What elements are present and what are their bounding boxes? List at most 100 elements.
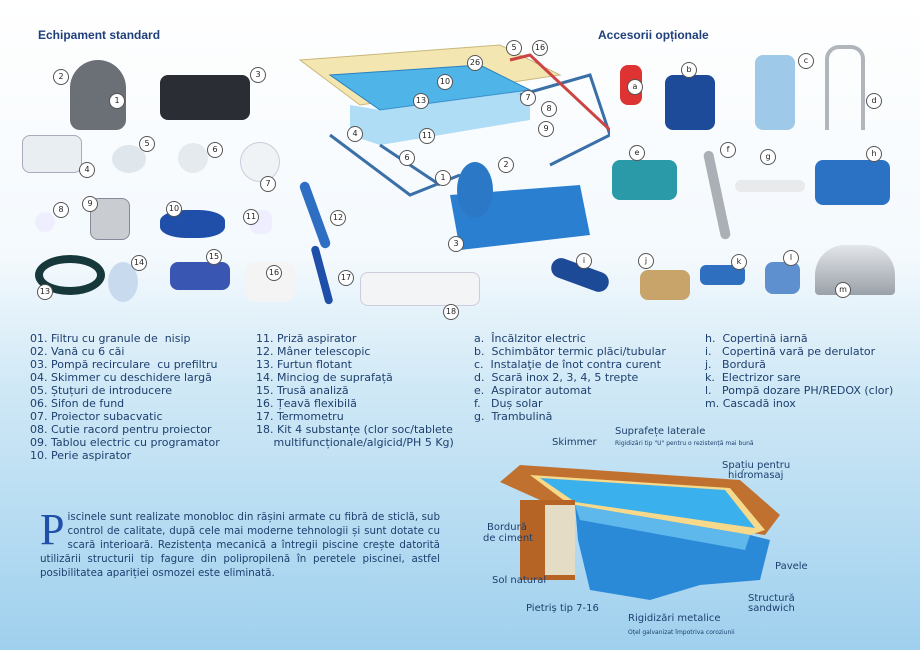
badge: 12 bbox=[330, 210, 346, 226]
paragraph-text: iscinele sunt realizate monobloc din răș… bbox=[40, 511, 440, 579]
badge: 9 bbox=[538, 121, 554, 137]
badge: 5 bbox=[506, 40, 522, 56]
badge: 1 bbox=[435, 170, 451, 186]
list-item: 15. Trusă analiză bbox=[256, 384, 349, 397]
pool-installation-diagram bbox=[298, 44, 610, 250]
label-hydro-1: Spațiu pentru bbox=[722, 460, 791, 471]
badge: 4 bbox=[79, 162, 95, 178]
badge: k bbox=[731, 254, 747, 270]
badge: 26 bbox=[467, 55, 483, 71]
label-skimmer: Skimmer bbox=[552, 437, 597, 448]
list-item: m. Cascadă inox bbox=[705, 397, 796, 410]
list-item: 18. Kit 4 substanțe (clor soc/tablete bbox=[256, 423, 453, 436]
label-hydro-2: hidromasaj bbox=[728, 470, 784, 481]
badge: 1 bbox=[109, 93, 125, 109]
optional-accessories-heading: Accesorii opționale bbox=[598, 28, 709, 42]
list-item: 06. Sifon de fund bbox=[30, 397, 125, 410]
label-lateral-note: Rigidizări tip "U" pentru o rezistență m… bbox=[615, 440, 754, 447]
list-item: c. Instalaţie de înot contra curent bbox=[474, 358, 661, 371]
list-item: 04. Skimmer cu deschidere largă bbox=[30, 371, 212, 384]
badge: 5 bbox=[139, 136, 155, 152]
skimmer-image bbox=[22, 135, 82, 173]
list-item: b. Schimbător termic plăci/tubular bbox=[474, 345, 666, 358]
label-lateral: Suprafețe laterale bbox=[615, 426, 706, 437]
list-item: 03. Pompă recirculare cu prefiltru bbox=[30, 358, 218, 371]
badge: j bbox=[638, 253, 654, 269]
standard-list-col1: 01. Filtru cu granule de nisip 02. Vană … bbox=[30, 332, 220, 462]
list-item: 13. Furtun flotant bbox=[256, 358, 352, 371]
badge: 7 bbox=[260, 176, 276, 192]
badge: b bbox=[681, 62, 697, 78]
optional-list-col2: h. Copertină iarnă i. Copertină vară pe … bbox=[705, 332, 893, 410]
badge: e bbox=[629, 145, 645, 161]
badge: 8 bbox=[541, 101, 557, 117]
salt-chlorinator-image bbox=[700, 265, 745, 285]
electric-panel-image bbox=[90, 198, 130, 240]
list-item: 05. Ștuțuri de introducere bbox=[30, 384, 173, 397]
list-item: 08. Cutie racord pentru proiector bbox=[30, 423, 212, 436]
connector-box-image bbox=[35, 212, 55, 232]
heat-exchanger-image bbox=[665, 75, 715, 130]
light-image bbox=[240, 142, 280, 182]
list-item: multifuncționale/algicid/PH 5 Kg) bbox=[256, 436, 454, 449]
badge: h bbox=[866, 146, 882, 162]
dosing-pump-image bbox=[765, 262, 800, 294]
label-sandwich-1: Structură bbox=[748, 593, 795, 604]
badge: 8 bbox=[53, 202, 69, 218]
badge: f bbox=[720, 142, 736, 158]
standard-equipment-heading: Echipament standard bbox=[38, 28, 161, 42]
list-item: e. Aspirator automat bbox=[474, 384, 592, 397]
badge: 15 bbox=[206, 249, 222, 265]
label-pavele: Pavele bbox=[775, 561, 808, 572]
solar-shower-image bbox=[702, 149, 732, 241]
badge: 6 bbox=[207, 142, 223, 158]
badge: 16 bbox=[266, 265, 282, 281]
list-item: f. Duș solar bbox=[474, 397, 543, 410]
drop-cap: P bbox=[40, 505, 65, 554]
badge: m bbox=[835, 282, 851, 298]
list-item: 12. Mâner telescopic bbox=[256, 345, 371, 358]
badge: d bbox=[866, 93, 882, 109]
badge: 2 bbox=[498, 157, 514, 173]
chemical-kit-image bbox=[360, 272, 480, 306]
badge: l bbox=[783, 250, 799, 266]
badge: 14 bbox=[131, 255, 147, 271]
list-item: 11. Priză aspirator bbox=[256, 332, 357, 345]
badge: 2 bbox=[53, 69, 69, 85]
badge: 11 bbox=[243, 209, 259, 225]
badge: 16 bbox=[532, 40, 548, 56]
border-stones-image bbox=[640, 270, 690, 300]
list-item: d. Scară inox 2, 3, 4, 5 trepte bbox=[474, 371, 639, 384]
label-metal-note: Oțel galvanizat împotriva coroziunii bbox=[628, 629, 735, 636]
pool-cross-section-diagram bbox=[500, 465, 780, 600]
drain-image bbox=[178, 143, 208, 173]
list-item: l. Pompă dozare PH/REDOX (clor) bbox=[705, 384, 894, 397]
list-item: g. Trambulină bbox=[474, 410, 553, 423]
badge: g bbox=[760, 149, 776, 165]
list-item: 10. Perie aspirator bbox=[30, 449, 132, 462]
badge: 18 bbox=[443, 304, 459, 320]
badge: 10 bbox=[437, 74, 453, 90]
badge: 3 bbox=[448, 236, 464, 252]
list-item: a. Încălzitor electric bbox=[474, 332, 586, 345]
list-item: i. Copertină vară pe derulator bbox=[705, 345, 876, 358]
ladder-image bbox=[825, 45, 865, 130]
badge: i bbox=[576, 253, 592, 269]
diving-board-image bbox=[735, 180, 805, 192]
badge: a bbox=[627, 79, 643, 95]
badge: 9 bbox=[82, 196, 98, 212]
badge: 6 bbox=[399, 150, 415, 166]
badge: 17 bbox=[338, 270, 354, 286]
list-item: 02. Vană cu 6 căi bbox=[30, 345, 125, 358]
test-kit-image bbox=[170, 262, 230, 290]
badge: 13 bbox=[37, 284, 53, 300]
label-soil: Sol natural bbox=[492, 575, 547, 586]
list-item: 17. Termometru bbox=[256, 410, 344, 423]
inlet-image bbox=[112, 145, 146, 173]
label-gravel: Pietriș tip 7-16 bbox=[526, 603, 599, 614]
list-item: 09. Tablou electric cu programator bbox=[30, 436, 220, 449]
badge: 3 bbox=[250, 67, 266, 83]
list-item: j. Bordură bbox=[705, 358, 766, 371]
badge: c bbox=[798, 53, 814, 69]
